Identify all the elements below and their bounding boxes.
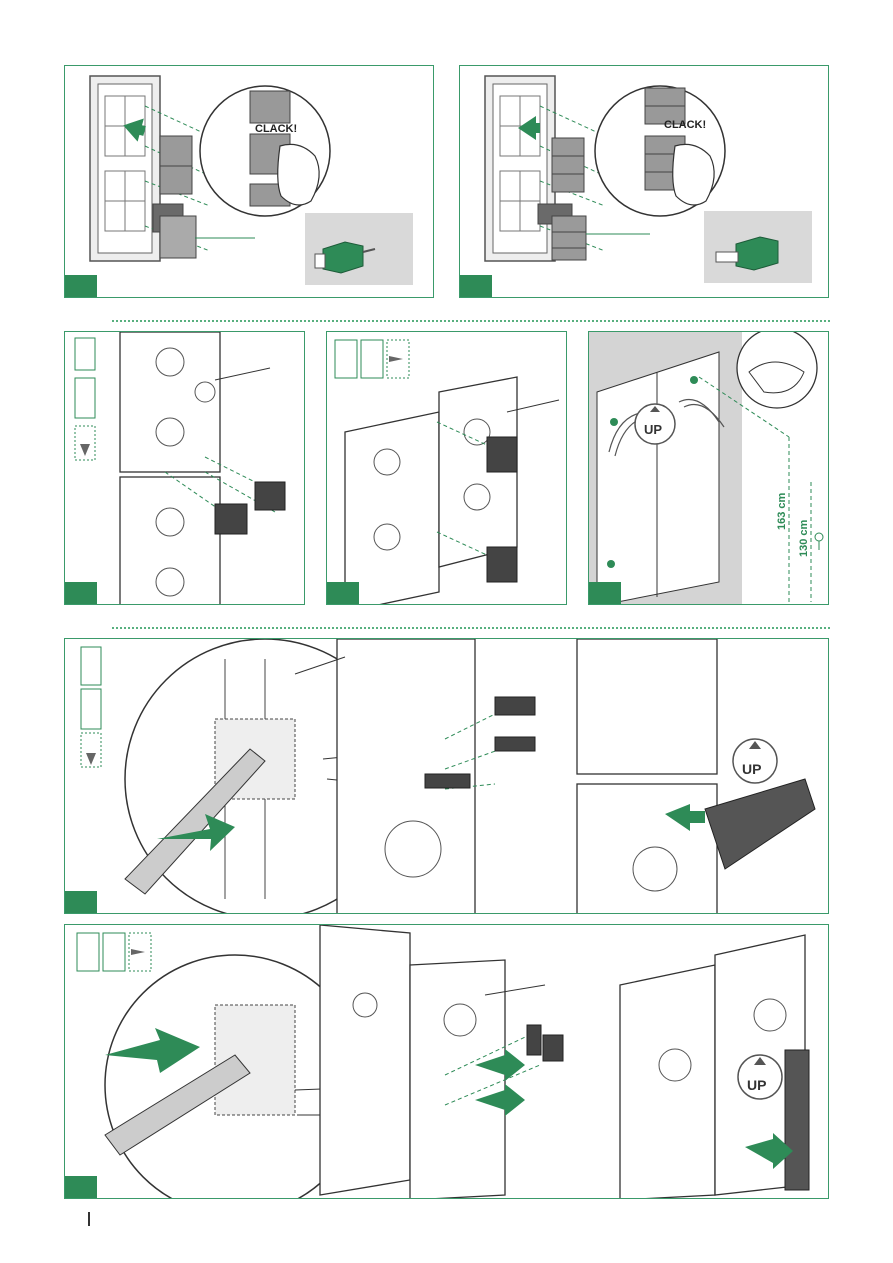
step-panel-4	[326, 331, 567, 605]
module-grid-icon	[75, 338, 95, 460]
svg-text:UP: UP	[742, 761, 761, 777]
illustration-module-insert-1: CLACK!	[65, 66, 434, 298]
step-panel-3	[64, 331, 305, 605]
up-badge-icon: UP	[635, 404, 675, 444]
step-panel-7: UP	[64, 924, 829, 1199]
step-panel-6: UP	[64, 638, 829, 914]
up-badge-icon: UP	[733, 739, 777, 783]
illustration-horizontal-connector: UP	[65, 925, 829, 1199]
dotted-divider	[112, 320, 830, 322]
height-marker-icon	[815, 533, 823, 550]
step-panel-1: CLACK!	[64, 65, 434, 298]
illustration-wall-mount-height: UP 163 cm 130 cm	[589, 332, 829, 605]
page-marker	[88, 1212, 90, 1226]
step-panel-5: UP 163 cm 130 cm	[588, 331, 829, 605]
dotted-divider	[112, 627, 830, 629]
module-grid-icon	[81, 647, 101, 767]
illustration-vertical-connector: UP	[65, 639, 829, 914]
height-163-label: 163 cm	[776, 492, 788, 530]
step-tab	[327, 582, 359, 604]
up-badge-icon: UP	[738, 1055, 782, 1099]
illustration-box-join-vertical	[65, 332, 305, 605]
clack-text: CLACK!	[664, 119, 706, 131]
step-tab	[589, 582, 621, 604]
clack-text: CLACK!	[255, 123, 297, 135]
svg-text:UP: UP	[644, 422, 662, 437]
illustration-module-insert-2: CLACK!	[460, 66, 829, 298]
step-tab	[65, 275, 97, 297]
module-grid-icon	[77, 933, 151, 971]
module-grid-icon	[335, 340, 409, 378]
height-130-label: 130 cm	[798, 519, 810, 557]
step-tab	[65, 891, 97, 913]
step-tab	[460, 275, 492, 297]
step-tab	[65, 582, 97, 604]
svg-text:UP: UP	[747, 1077, 766, 1093]
step-panel-2: CLACK!	[459, 65, 829, 298]
illustration-box-join-horizontal	[327, 332, 567, 605]
step-tab	[65, 1176, 97, 1198]
